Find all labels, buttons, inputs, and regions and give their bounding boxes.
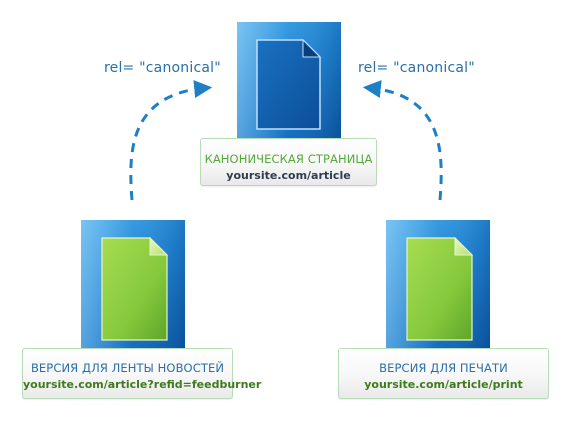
print-title: ВЕРСИЯ ДЛЯ ПЕЧАТИ — [379, 361, 508, 375]
feed-label-box: ВЕРСИЯ ДЛЯ ЛЕНТЫ НОВОСТЕЙ yoursite.com/a… — [22, 348, 262, 399]
canonical-doc-icon — [256, 38, 322, 130]
print-url: yoursite.com/article/print — [364, 378, 523, 391]
feed-url: yoursite.com/article?refid=feedburner — [23, 378, 262, 391]
feed-title: ВЕРСИЯ ДЛЯ ЛЕНТЫ НОВОСТЕЙ — [30, 361, 225, 375]
print-doc-icon — [406, 236, 474, 341]
feed-card — [81, 220, 185, 350]
feed-doc-icon — [101, 236, 169, 341]
right-canonical-arrow — [362, 80, 443, 201]
canonical-url: yoursite.com/article — [226, 169, 351, 182]
left-rel-label: rel= "canonical" — [104, 60, 221, 76]
canonical-title: КАНОНИЧЕСКАЯ СТРАНИЦА — [204, 152, 373, 166]
print-card — [386, 220, 490, 350]
print-label-box: ВЕРСИЯ ДЛЯ ПЕЧАТИ yoursite.com/article/p… — [338, 348, 549, 399]
canonical-label-box: КАНОНИЧЕСКАЯ СТРАНИЦА yoursite.com/artic… — [200, 138, 377, 186]
left-canonical-arrow — [129, 80, 213, 201]
canonical-card — [237, 22, 341, 142]
right-rel-label: rel= "canonical" — [358, 60, 475, 76]
